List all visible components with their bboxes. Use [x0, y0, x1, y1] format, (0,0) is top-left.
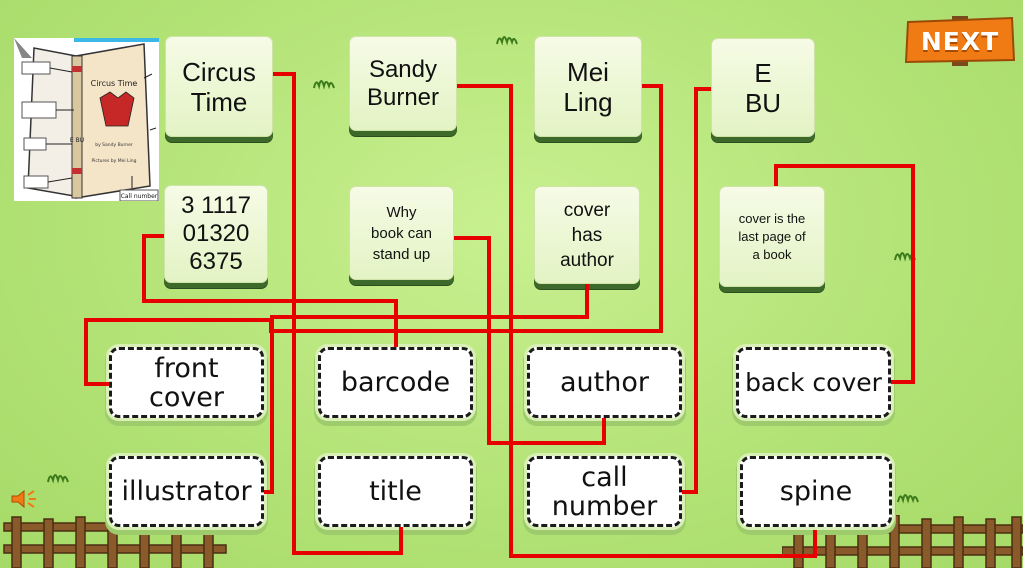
grass-decoration — [897, 494, 919, 504]
next-label: NEXT — [920, 26, 1000, 56]
answer-tile-e-bu[interactable]: E BU — [711, 38, 815, 137]
book-diagram-image: E BU Circus Time by Sandy Burner Picture… — [14, 38, 159, 202]
term-card-front-cover[interactable]: front cover — [109, 347, 264, 418]
answer-tile-barcode-number[interactable]: 3 1117 01320 6375 — [164, 185, 268, 283]
answer-tile-mei-ling[interactable]: Mei Ling — [534, 36, 642, 137]
term-card-call-number[interactable]: call number — [527, 456, 682, 527]
term-card-barcode[interactable]: barcode — [318, 347, 473, 418]
answer-tile-sandy-burner[interactable]: Sandy Burner — [349, 36, 457, 131]
grass-decoration — [47, 474, 69, 484]
answer-tile-cover-has-author[interactable]: cover has author — [534, 186, 640, 284]
call-number-label: Call number — [121, 193, 158, 200]
term-card-spine[interactable]: spine — [740, 456, 892, 527]
term-card-back-cover[interactable]: back cover — [736, 347, 891, 418]
next-button[interactable]: NEXT — [904, 16, 1016, 66]
spine-text: E BU — [70, 137, 84, 144]
fence-left — [3, 515, 227, 568]
grass-decoration — [496, 36, 518, 46]
fence-right — [782, 515, 1023, 568]
term-card-title[interactable]: title — [318, 456, 473, 527]
line-e-bu-to-call-number — [682, 87, 711, 494]
grass-decoration — [313, 80, 335, 90]
term-card-illustrator[interactable]: illustrator — [109, 456, 264, 527]
byline-text: by Sandy Burner — [95, 142, 133, 148]
pictures-text: Pictures by Mei Ling — [92, 158, 137, 164]
speaker-icon[interactable] — [10, 488, 38, 510]
answer-tile-why-book-stands[interactable]: Why book can stand up — [349, 186, 454, 280]
term-card-author[interactable]: author — [527, 347, 682, 418]
answer-tile-circus-time[interactable]: Circus Time — [165, 36, 273, 137]
answer-tile-cover-last-page[interactable]: cover is the last page of a book — [719, 186, 825, 287]
grass-decoration — [894, 252, 916, 262]
book-title-text: Circus Time — [91, 79, 138, 88]
